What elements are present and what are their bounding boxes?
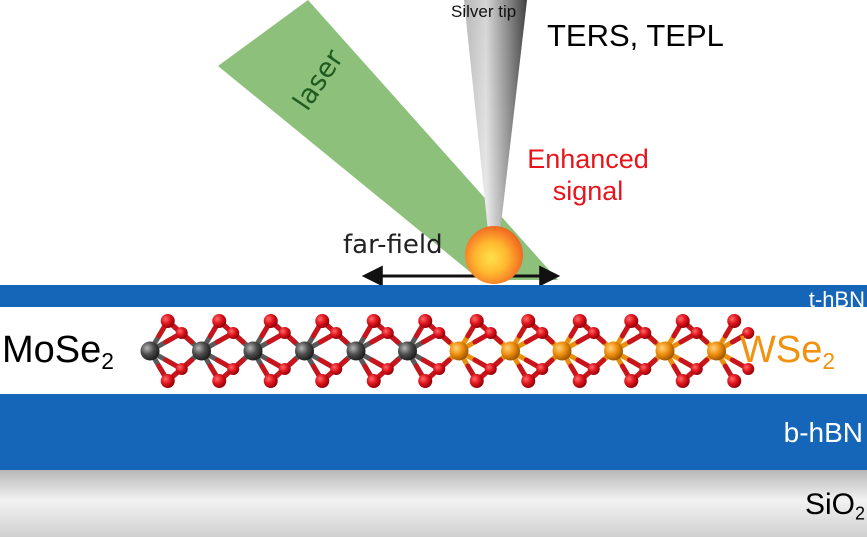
selenium-atom [418, 374, 433, 388]
selenium-atom [742, 327, 755, 339]
enhanced-hotspot [465, 226, 523, 284]
wse2-label-main: WSe [740, 329, 823, 371]
selenium-atom [330, 327, 343, 339]
tungsten-atom [501, 341, 520, 361]
selenium-atom [278, 327, 291, 339]
molybdenum-atom [346, 341, 366, 361]
selenium-atom [469, 374, 484, 388]
selenium-atom [639, 363, 652, 375]
sio2-label: SiO2 [804, 488, 865, 524]
selenium-atom [366, 374, 381, 388]
selenium-atom [675, 314, 690, 328]
selenium-atom [366, 314, 381, 328]
selenium-atom [175, 327, 188, 339]
mose2-label-sub: 2 [101, 347, 114, 374]
selenium-atom [624, 374, 639, 388]
sio2-label-main: SiO [804, 488, 855, 521]
selenium-atom [263, 314, 278, 328]
selenium-atom [727, 374, 742, 388]
selenium-atom [536, 327, 549, 339]
tmd-lattice [140, 314, 755, 388]
selenium-atom [212, 314, 227, 328]
enhanced-label-line1: Enhanced [527, 144, 649, 174]
selenium-atom [315, 374, 330, 388]
selenium-atom [227, 363, 240, 375]
selenium-atom [160, 374, 175, 388]
selenium-atom [690, 327, 703, 339]
tungsten-atom [552, 341, 572, 361]
enhanced-label-line2: signal [552, 176, 624, 207]
selenium-atom [175, 363, 188, 375]
tungsten-atom [449, 341, 469, 361]
molybdenum-atom [243, 341, 263, 361]
selenium-atom [212, 374, 227, 388]
silver-tip-label: Silver tip [451, 2, 517, 21]
far-field-label: far-field [343, 230, 443, 260]
wse2-label-sub: 2 [822, 347, 836, 374]
selenium-atom [433, 363, 446, 375]
selenium-atom [639, 327, 652, 339]
selenium-atom [572, 374, 587, 388]
selenium-atom [381, 327, 394, 339]
tungsten-atom [707, 341, 726, 361]
selenium-atom [263, 374, 278, 388]
molybdenum-atom [398, 341, 417, 361]
selenium-atom [624, 314, 639, 328]
selenium-atom [160, 314, 175, 328]
mose2-label-main: MoSe [2, 329, 102, 371]
tungsten-atom [604, 341, 623, 361]
selenium-atom [521, 374, 536, 388]
selenium-atom [315, 314, 330, 328]
enhanced-signal-label: Enhanced signal [523, 143, 653, 208]
selenium-atom [727, 314, 742, 328]
top-hbn-layer [0, 285, 867, 307]
selenium-atom [690, 363, 703, 375]
selenium-atom [278, 363, 291, 375]
selenium-atom [572, 314, 587, 328]
silver-tip-shade [464, 0, 527, 250]
selenium-atom [433, 327, 446, 339]
laser-beam [218, 0, 558, 280]
selenium-atom [675, 374, 690, 388]
selenium-atom [587, 363, 600, 375]
sio2-substrate [0, 470, 867, 537]
mose2-label: MoSe2 [2, 331, 114, 373]
selenium-atom [587, 327, 600, 339]
wse2-label: WSe2 [740, 331, 835, 373]
selenium-atom [742, 363, 755, 375]
selenium-atom [227, 327, 240, 339]
selenium-atom [469, 314, 484, 328]
molybdenum-atom [140, 341, 160, 361]
selenium-atom [381, 363, 394, 375]
top-hbn-label: t-hBN [808, 287, 865, 312]
bottom-hbn-layer [0, 394, 867, 470]
technique-label: TERS, TEPL [547, 18, 724, 53]
selenium-atom [330, 363, 343, 375]
sio2-label-sub: 2 [854, 503, 865, 524]
selenium-atom [484, 327, 497, 339]
molybdenum-atom [192, 341, 211, 361]
selenium-atom [521, 314, 536, 328]
bottom-hbn-label: b-hBN [783, 417, 863, 448]
selenium-atom [418, 314, 433, 328]
selenium-atom [536, 363, 549, 375]
molybdenum-atom [295, 341, 314, 361]
selenium-atom [484, 363, 497, 375]
tungsten-atom [655, 341, 675, 361]
